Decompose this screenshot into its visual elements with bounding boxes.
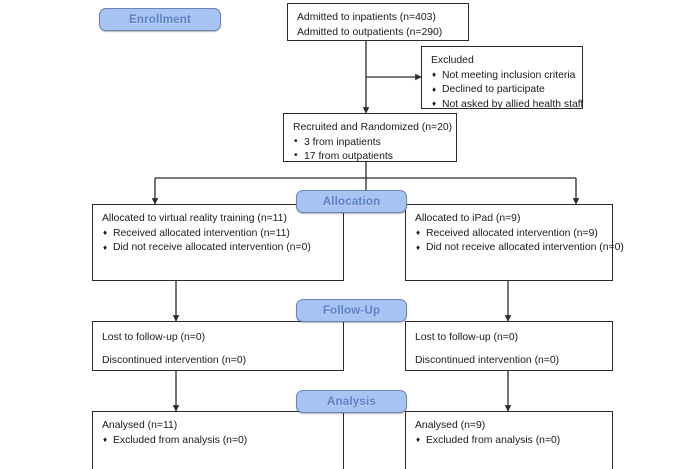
excluded-list: Not meeting inclusion criteria Declined … xyxy=(431,68,583,113)
list-item: Did not receive allocated intervention (… xyxy=(415,241,624,256)
box-followup-right: Lost to follow-up (n=0) Discontinued int… xyxy=(405,321,613,371)
list-item: Excluded from analysis (n=0) xyxy=(415,433,603,449)
stage-label-analysis: Analysis xyxy=(296,390,407,413)
list-item: Excluded from analysis (n=0) xyxy=(102,433,334,449)
list-item: Declined to participate xyxy=(431,83,573,98)
list-item: Received allocated intervention (n=11) xyxy=(102,226,334,242)
analysis-right-list: Excluded from analysis (n=0) xyxy=(415,433,603,449)
stage-label-allocation: Allocation xyxy=(296,190,407,213)
stage-label-enrollment: Enrollment xyxy=(99,8,221,31)
stage-label-followup: Follow-Up xyxy=(296,299,407,322)
admitted-line-1: Admitted to inpatients (n=403) xyxy=(297,12,436,23)
list-item: 3 from inpatients xyxy=(293,135,447,151)
box-excluded: Excluded Not meeting inclusion criteria … xyxy=(421,46,583,111)
stage-label-followup-text: Follow-Up xyxy=(322,304,381,317)
followup-left-line-2: Discontinued intervention (n=0) xyxy=(102,354,247,366)
list-item: Did not receive allocated intervention (… xyxy=(102,241,334,256)
box-analysis-right: Analysed (n=9) Excluded from analysis (n… xyxy=(405,411,613,469)
list-item: Not meeting inclusion criteria xyxy=(431,68,575,84)
analysis-left-heading: Analysed (n=11) xyxy=(102,420,178,431)
stage-label-enrollment-text: Enrollment xyxy=(128,13,192,26)
followup-left-line-1: Lost to follow-up (n=0) xyxy=(102,332,206,343)
box-allocation-left: Allocated to virtual reality training (n… xyxy=(92,204,344,281)
box-admitted: Admitted to inpatients (n=403) Admitted … xyxy=(287,3,469,41)
allocation-right-heading: Allocated to iPad (n=9) xyxy=(415,213,521,224)
analysis-right-heading: Analysed (n=9) xyxy=(415,420,486,431)
randomized-heading: Recruited and Randomized (n=20) xyxy=(293,122,453,133)
box-allocation-right: Allocated to iPad (n=9) Received allocat… xyxy=(405,204,624,281)
allocation-right-list: Received allocated intervention (n=9) Di… xyxy=(415,226,624,256)
excluded-heading: Excluded xyxy=(431,55,474,66)
box-analysis-left: Analysed (n=11) Excluded from analysis (… xyxy=(92,411,344,469)
box-recruited-randomized: Recruited and Randomized (n=20) 3 from i… xyxy=(283,113,457,165)
list-item: Received allocated intervention (n=9) xyxy=(415,226,603,242)
list-item: 17 from outpatients xyxy=(293,149,447,165)
followup-right-line-1: Lost to follow-up (n=0) xyxy=(415,332,519,343)
admitted-line-2: Admitted to outpatients (n=290) xyxy=(297,26,443,38)
box-followup-left: Lost to follow-up (n=0) Discontinued int… xyxy=(92,321,344,371)
followup-right-line-2: Discontinued intervention (n=0) xyxy=(415,354,560,366)
randomized-list: 3 from inpatients 17 from outpatients xyxy=(293,135,447,165)
allocation-left-list: Received allocated intervention (n=11) D… xyxy=(102,226,334,256)
analysis-left-list: Excluded from analysis (n=0) xyxy=(102,433,334,449)
list-item: Not asked by allied health staff xyxy=(431,97,583,113)
stage-label-allocation-text: Allocation xyxy=(322,195,381,208)
stage-label-analysis-text: Analysis xyxy=(327,395,376,408)
allocation-left-heading: Allocated to virtual reality training (n… xyxy=(102,213,287,224)
